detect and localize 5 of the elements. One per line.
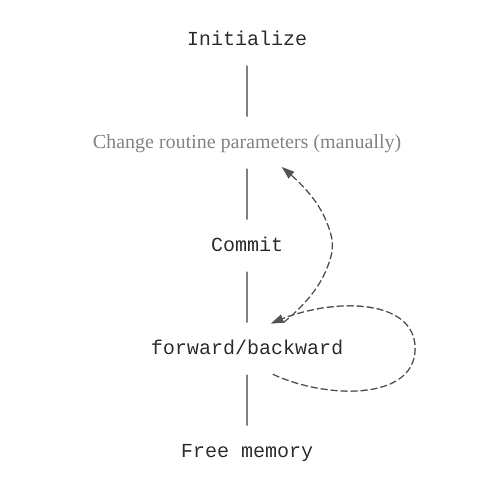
node-text: forward/backward [150,338,343,361]
node-text: Free memory [180,440,313,464]
node-text: Change routine parameters (manually) [92,130,401,153]
node-text: Initialize [186,28,307,52]
node-text: Commit [210,234,283,258]
